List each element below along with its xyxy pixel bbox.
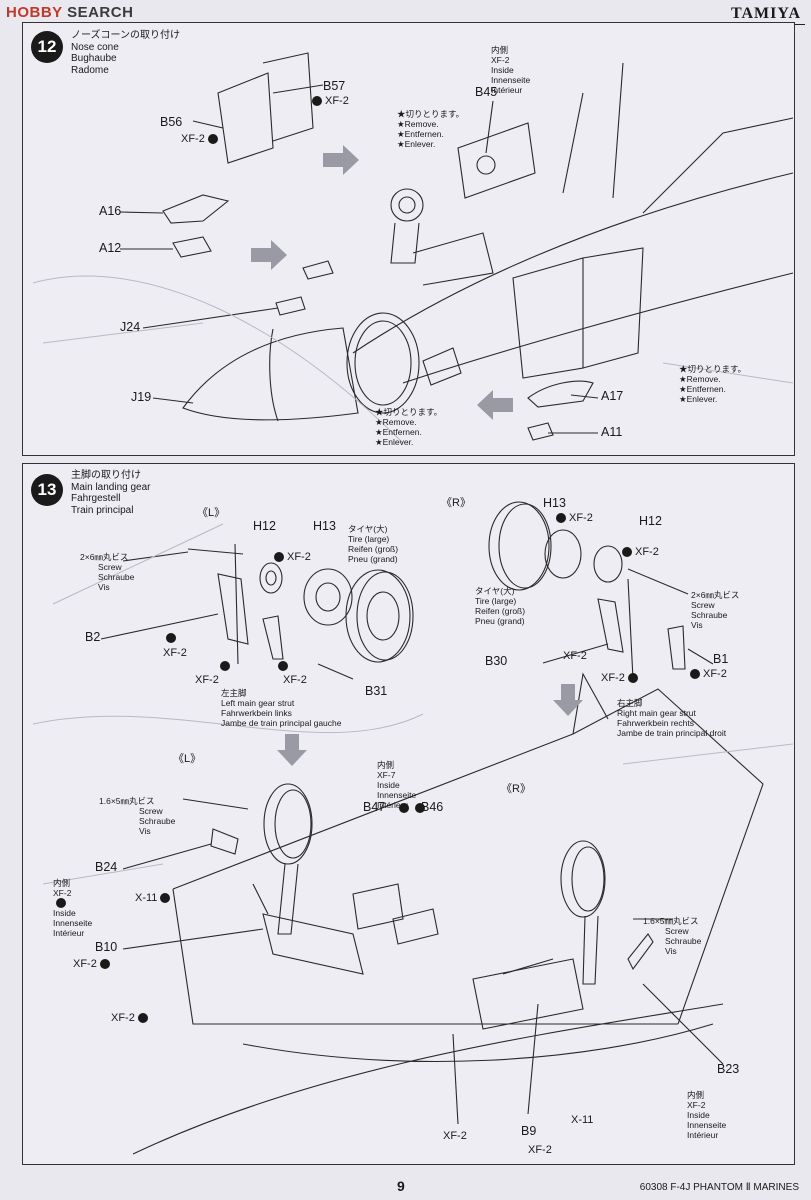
left-side-marker: 《L》 [197, 507, 226, 519]
part-label-b57: B57 [323, 79, 346, 93]
part-label-b1: B1 [713, 652, 729, 666]
part-label-b23: B23 [717, 1062, 740, 1076]
site-logo: HOBBY SEARCH [6, 4, 134, 21]
part-label-b47: B47 [363, 800, 386, 814]
part-label-b31: B31 [365, 684, 388, 698]
part-label-b9: B9 [521, 1124, 537, 1138]
part-label-j19: J19 [131, 390, 152, 404]
product-code: 60308 F-4J PHANTOM Ⅱ MARINES [639, 1182, 799, 1193]
part-label-h12: H12 [639, 514, 662, 528]
part-label-b24: B24 [95, 860, 118, 874]
paint-callout [163, 632, 179, 644]
part-label-h13: H13 [313, 519, 336, 533]
paint-callout: XF-2 [111, 1012, 151, 1024]
step-12-badge: 12 [31, 31, 63, 63]
brand-logo: TAMIYA [730, 5, 801, 22]
right-side-marker: 《R》 [501, 783, 531, 795]
paint-callout [396, 802, 428, 814]
part-label-b30: B30 [485, 654, 508, 668]
part-label-x11: X-11 [571, 1114, 594, 1126]
step-13-panel: 13 主脚の取り付け Main landing gear Fahrgestell… [22, 463, 795, 1165]
paint-callout: XF-2 [73, 958, 113, 970]
paint-callout: XF-2 [163, 647, 187, 659]
paint-callout: XF-2 [195, 674, 219, 686]
paint-callout: XF-2 [563, 650, 587, 662]
remove-note: ★切りとります。★Remove.★Entfernen.★Enlever. [375, 407, 443, 447]
paint-callout: XF-2 [528, 1144, 552, 1156]
part-label-a12: A12 [99, 241, 122, 255]
paint-callout: XF-2 [309, 95, 349, 107]
remove-note: ★切りとります。★Remove.★Entfernen.★Enlever. [397, 109, 465, 149]
part-label-b46: B46 [421, 800, 444, 814]
part-label-x11: X-11 [135, 892, 173, 904]
paint-callout: XF-2 [553, 512, 593, 524]
part-label-b2: B2 [85, 630, 101, 644]
part-label-h12: H12 [253, 519, 276, 533]
left-side-marker: 《L》 [173, 753, 202, 765]
part-label-a16: A16 [99, 204, 122, 218]
step-12-title: ノーズコーンの取り付け Nose cone Bughaube Radome [71, 30, 180, 76]
inside-note: 内側 XF-2 Inside Innenseite Intérieur [491, 45, 531, 95]
part-label-h13: H13 [543, 496, 566, 510]
step-13-badge: 13 [31, 474, 63, 506]
part-label-j24: J24 [120, 320, 141, 334]
page-number: 9 [397, 1178, 405, 1194]
step-13-title: 主脚の取り付け Main landing gear Fahrgestell Tr… [71, 470, 151, 516]
paint-callout: XF-2 [283, 674, 307, 686]
part-label-a11: A11 [601, 425, 623, 439]
paint-callout: XF-2 [601, 672, 641, 684]
paint-callout: XF-2 [181, 133, 221, 145]
paint-callout [275, 660, 291, 672]
paint-callout: XF-2 [271, 551, 311, 563]
nose-cone-diagram [32, 52, 794, 444]
part-label-b45: B45 [475, 85, 498, 99]
paint-callout [217, 660, 233, 672]
step-12-panel: 12 ノーズコーンの取り付け Nose cone Bughaube Radome… [22, 22, 795, 456]
paint-callout: XF-2 [619, 546, 659, 558]
part-label-a17: A17 [601, 389, 624, 403]
paint-callout: XF-2 [687, 668, 727, 680]
page-footer: 9 60308 F-4J PHANTOM Ⅱ MARINES [0, 1176, 811, 1200]
tire-large-right-note: タイヤ(大)Tire (large)Reifen (groß)Pneu (gra… [475, 586, 526, 626]
paint-callout: XF-2 [443, 1130, 467, 1142]
part-label-b10: B10 [95, 940, 118, 954]
part-label-b56: B56 [160, 115, 183, 129]
main-landing-gear-diagram [32, 501, 794, 1155]
remove-note: ★切りとります。★Remove.★Entfernen.★Enlever. [679, 364, 747, 404]
tire-large-left-note: タイヤ(大)Tire (large)Reifen (groß)Pneu (gra… [348, 524, 399, 564]
right-side-marker: 《R》 [441, 497, 471, 509]
